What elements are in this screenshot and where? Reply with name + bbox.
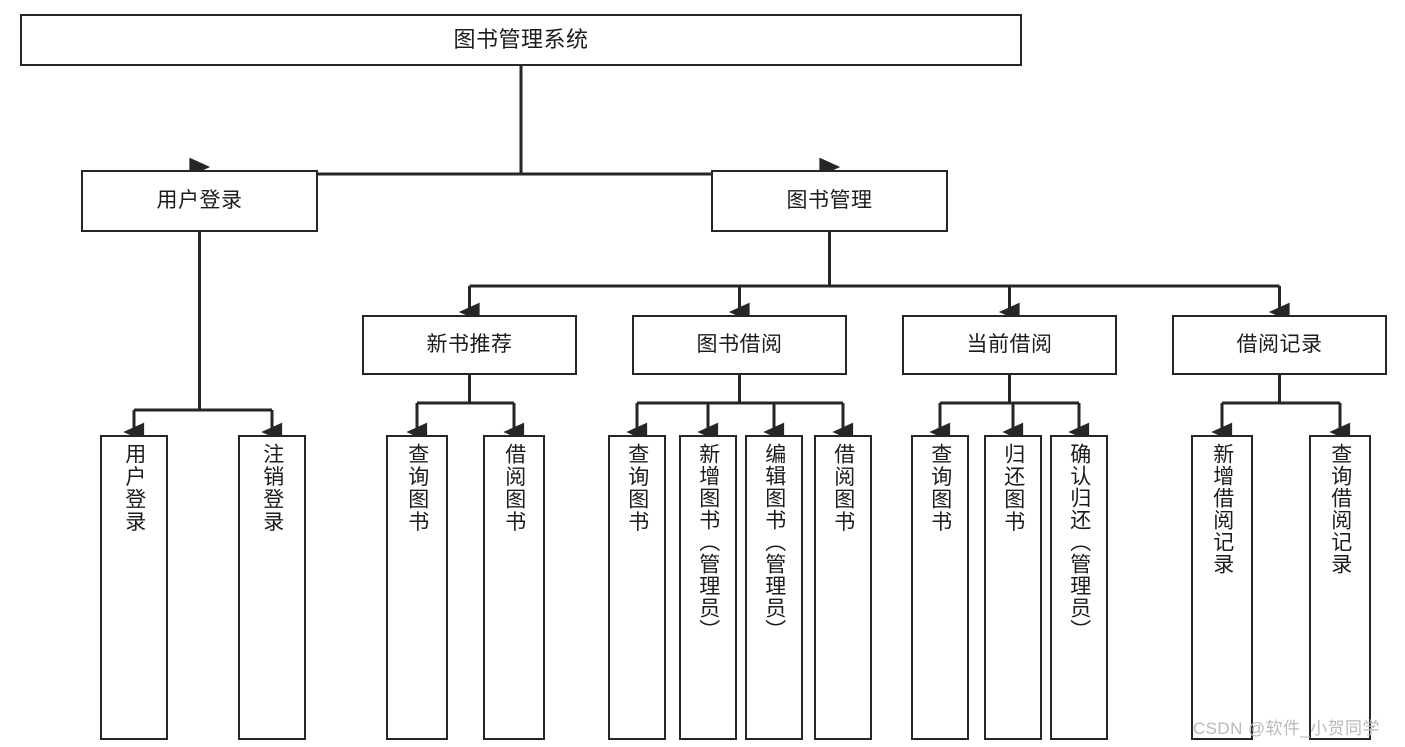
node-label: 借阅图书 [502, 443, 526, 533]
node-leaf-brw-edit[interactable]: 编辑图书（管理员） [745, 435, 803, 740]
node-leaf-brw-lend[interactable]: 借阅图书 [814, 435, 872, 740]
node-label: 新书推荐 [426, 333, 513, 357]
node-leaf-rec-query2[interactable]: 查询借阅记录 [1309, 435, 1371, 740]
node-label: 当前借阅 [966, 333, 1053, 357]
node-leaf-user-logout[interactable]: 注销登录 [238, 435, 306, 740]
node-leaf-cur-confirm[interactable]: 确认归还（管理员） [1050, 435, 1108, 740]
node-label: 确认归还（管理员） [1067, 443, 1091, 641]
node-label: 图书借阅 [696, 333, 783, 357]
node-label: 查询图书 [625, 443, 649, 533]
node-book-borrow[interactable]: 图书借阅 [632, 315, 847, 375]
node-label: 借阅记录 [1236, 333, 1323, 357]
node-label: 查询图书 [928, 443, 952, 533]
node-book-manage[interactable]: 图书管理 [711, 170, 948, 232]
connector-lines [123, 66, 1351, 442]
node-leaf-user-login[interactable]: 用户登录 [100, 435, 168, 740]
node-user-login[interactable]: 用户登录 [81, 170, 318, 232]
node-leaf-brw-query[interactable]: 查询图书 [608, 435, 666, 740]
node-root[interactable]: 图书管理系统 [20, 14, 1022, 66]
node-label: 新增图书（管理员） [696, 443, 720, 641]
watermark: CSDN @软件_小贺同学 [1193, 719, 1380, 738]
node-new-book-rec[interactable]: 新书推荐 [362, 315, 577, 375]
node-leaf-rec-add[interactable]: 新增借阅记录 [1191, 435, 1253, 740]
node-label: 注销登录 [260, 443, 284, 533]
node-leaf-rec-borrow[interactable]: 借阅图书 [483, 435, 545, 740]
node-label: 查询借阅记录 [1328, 443, 1352, 575]
node-borrow-record[interactable]: 借阅记录 [1172, 315, 1387, 375]
node-label: 编辑图书（管理员） [762, 443, 786, 641]
node-label: 图书管理 [786, 189, 873, 213]
node-label: 用户登录 [122, 443, 146, 533]
node-label: 归还图书 [1001, 443, 1025, 533]
node-label: 借阅图书 [831, 443, 855, 533]
node-leaf-cur-return[interactable]: 归还图书 [984, 435, 1042, 740]
node-leaf-brw-add[interactable]: 新增图书（管理员） [679, 435, 737, 740]
node-leaf-rec-query[interactable]: 查询图书 [386, 435, 448, 740]
node-label: 查询图书 [405, 443, 429, 533]
node-label: 用户登录 [156, 189, 243, 213]
node-leaf-cur-query[interactable]: 查询图书 [911, 435, 969, 740]
node-current-borrow[interactable]: 当前借阅 [902, 315, 1117, 375]
node-label: 图书管理系统 [453, 26, 589, 52]
node-label: 新增借阅记录 [1210, 443, 1234, 575]
